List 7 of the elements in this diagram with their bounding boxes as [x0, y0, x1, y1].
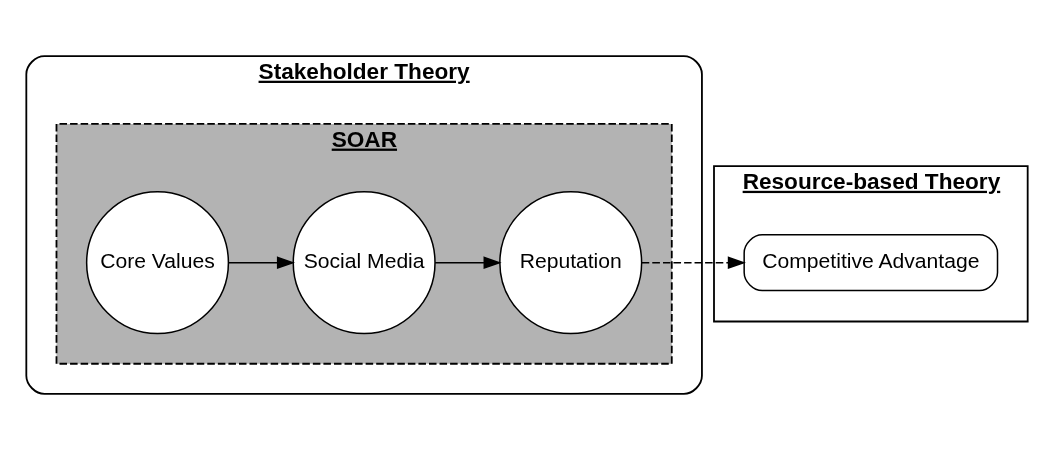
- arrow: [641, 256, 746, 270]
- node-circle: Social Media: [292, 191, 436, 335]
- arrow: [434, 256, 502, 270]
- node-circle: Core Values: [85, 191, 230, 335]
- arrow: [227, 256, 296, 270]
- node-box: Competitive Advantage: [743, 234, 999, 292]
- node-circle: Reputation: [499, 191, 643, 335]
